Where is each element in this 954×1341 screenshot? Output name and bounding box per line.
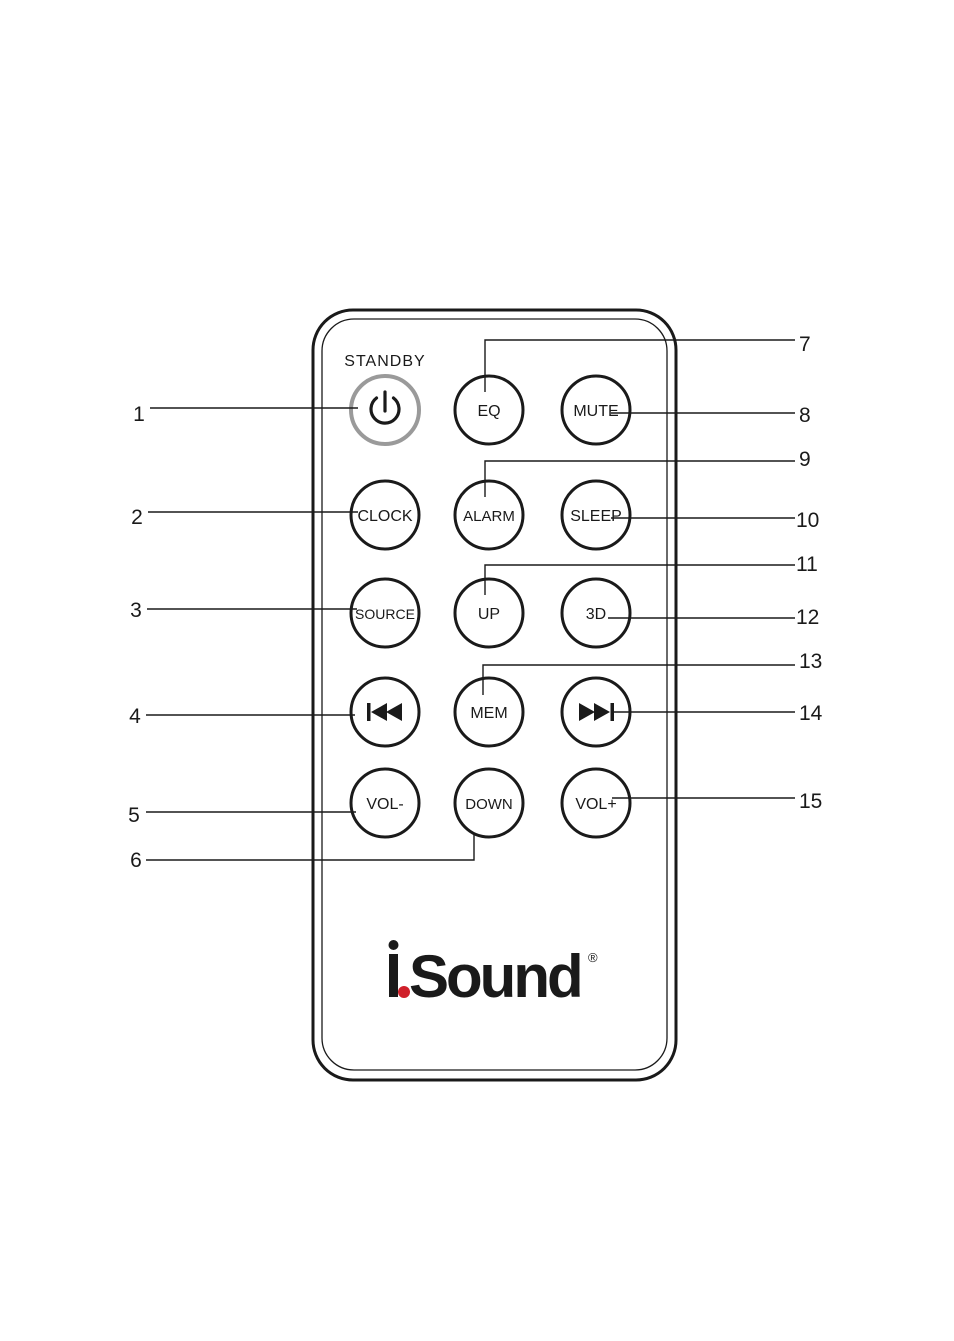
- volume-up-button-label: VOL+: [575, 796, 616, 813]
- callout-10: 10: [796, 509, 819, 532]
- volume-down-button-label: VOL-: [366, 796, 403, 813]
- standby-button[interactable]: [351, 376, 419, 444]
- callout-5: 5: [128, 804, 140, 827]
- callout-7: 7: [799, 333, 811, 356]
- callout-14: 14: [799, 702, 823, 725]
- 3d-button-label: 3D: [586, 606, 606, 623]
- logo-wordmark: Sound: [409, 943, 581, 1010]
- callout-11: 11: [796, 553, 818, 576]
- 3d-button[interactable]: 3D: [562, 579, 630, 647]
- standby-label: STANDBY: [344, 353, 425, 370]
- callout-6: 6: [130, 849, 142, 872]
- up-button[interactable]: UP: [455, 579, 523, 647]
- mute-button-label: MUTE: [573, 403, 618, 420]
- sleep-button-label: SLEEP: [570, 508, 622, 525]
- eq-button[interactable]: EQ: [455, 376, 523, 444]
- callout-4: 4: [129, 705, 141, 728]
- isound-logo: Sound ®: [389, 940, 599, 1010]
- sleep-button[interactable]: SLEEP: [562, 481, 630, 549]
- logo-i-dot: [389, 940, 399, 950]
- callout-12: 12: [796, 606, 819, 629]
- mem-button-label: MEM: [470, 705, 507, 722]
- callout-13: 13: [799, 650, 822, 673]
- alarm-button[interactable]: ALARM: [455, 481, 523, 549]
- registered-mark: ®: [588, 950, 598, 965]
- down-button-label: DOWN: [465, 796, 513, 813]
- source-button[interactable]: SOURCE: [351, 579, 419, 647]
- callout-8: 8: [799, 404, 811, 427]
- eq-button-label: EQ: [477, 403, 500, 420]
- callout-1: 1: [133, 403, 145, 426]
- callout-9: 9: [799, 448, 811, 471]
- clock-button-label: CLOCK: [357, 508, 412, 525]
- callout-2: 2: [131, 506, 143, 529]
- volume-up-button[interactable]: VOL+: [562, 769, 630, 837]
- alarm-button-label: ALARM: [463, 508, 515, 525]
- callout-3: 3: [130, 599, 142, 622]
- clock-button[interactable]: CLOCK: [351, 481, 419, 549]
- logo-i-stem: [389, 954, 398, 997]
- up-button-label: UP: [478, 606, 500, 623]
- source-button-label: SOURCE: [355, 606, 415, 622]
- callout-15: 15: [799, 790, 822, 813]
- previous-track-button[interactable]: [351, 678, 419, 746]
- volume-down-button[interactable]: VOL-: [351, 769, 419, 837]
- down-button[interactable]: DOWN: [455, 769, 523, 837]
- mute-button[interactable]: MUTE: [562, 376, 630, 444]
- mem-button[interactable]: MEM: [455, 678, 523, 746]
